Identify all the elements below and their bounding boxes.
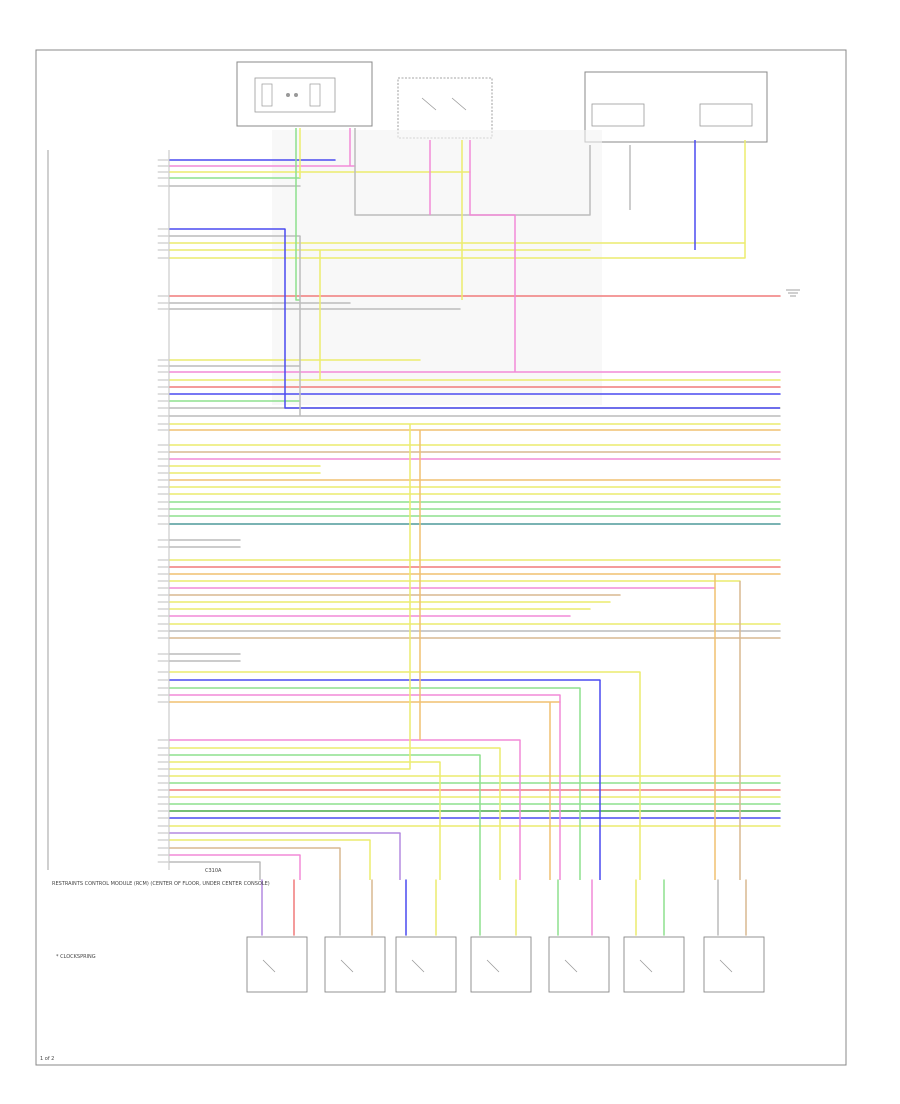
- vertical-wire-7: [284, 229, 780, 409]
- passenger-air-bag-deactivation-indicator: [236, 61, 373, 127]
- switch-contact-icon: [262, 959, 276, 973]
- vertical-wire-0: [295, 128, 300, 301]
- note-block: * CLOCKSPRING: [56, 954, 96, 960]
- bottom-connector-1: [324, 936, 386, 993]
- seat-belt-sensor-switch: [397, 77, 493, 139]
- switch-contact-icon: [486, 959, 500, 973]
- ground-icon: [786, 289, 800, 297]
- switch-contact-icon: [719, 959, 733, 973]
- bottom-connector-6: [703, 936, 765, 993]
- bottom-connector-0: [246, 936, 308, 993]
- page-border: [35, 49, 847, 1066]
- bottom-connector-3: [470, 936, 532, 993]
- switch-contact-icon: [340, 959, 354, 973]
- switch-contact-icon: [564, 959, 578, 973]
- occupant-classification-module: [584, 71, 768, 143]
- harness-shading: [272, 130, 602, 405]
- bottom-connector-4: [548, 936, 610, 993]
- bottom-connector-2: [395, 936, 457, 993]
- wire-group: [157, 128, 800, 880]
- bottom-component-group: [246, 879, 765, 993]
- module-connector-note: C310A: [205, 868, 222, 874]
- switch-contact-icon: [639, 959, 653, 973]
- bottom-connector-5: [623, 936, 685, 993]
- vertical-wire-6: [469, 140, 516, 372]
- page-label: 1 of 2: [40, 1056, 54, 1062]
- module-label: RESTRAINTS CONTROL MODULE (RCM) (CENTER …: [52, 881, 270, 887]
- switch-contact-icon: [411, 959, 425, 973]
